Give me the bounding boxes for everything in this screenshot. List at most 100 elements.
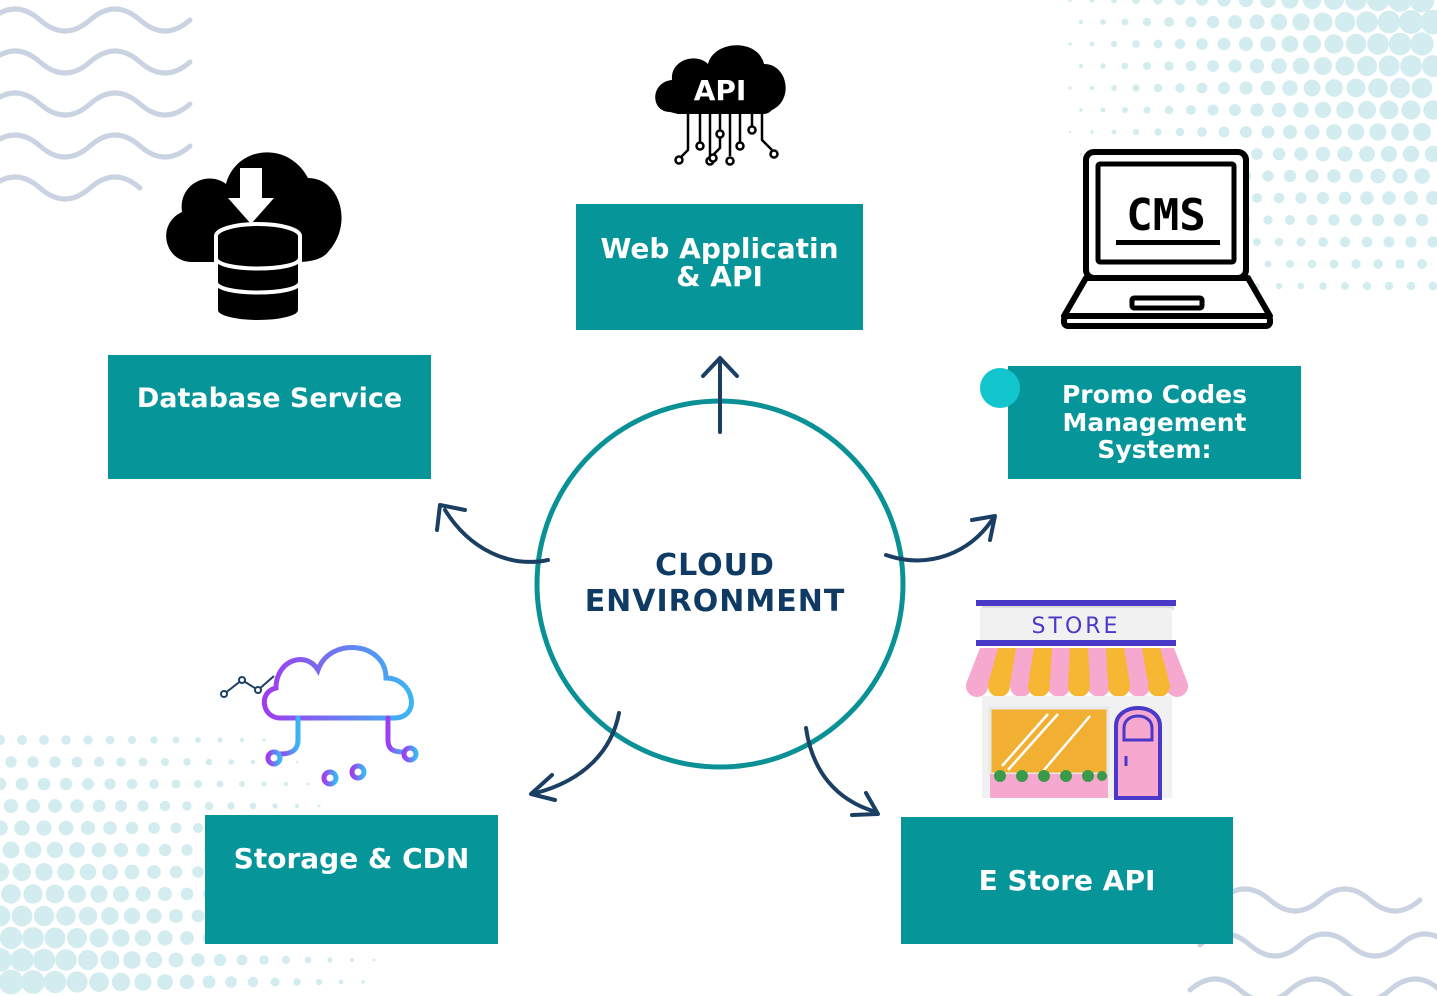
halftone-dot xyxy=(1426,191,1437,205)
halftone-dot xyxy=(1341,282,1349,290)
halftone-dot xyxy=(1154,128,1162,136)
halftone-dot xyxy=(1122,107,1128,113)
halftone-dot xyxy=(1325,79,1343,97)
halftone-dot xyxy=(12,862,32,882)
halftone-dot xyxy=(0,820,8,836)
halftone-dot xyxy=(1238,36,1254,52)
halftone-dot xyxy=(67,928,87,948)
halftone-dot xyxy=(93,756,105,768)
halftone-dot xyxy=(44,927,66,949)
halftone-dot xyxy=(1218,126,1230,138)
arrow-to-promo xyxy=(884,514,997,563)
halftone-dot xyxy=(191,909,205,923)
halftone-dot xyxy=(261,781,267,787)
estore-api-box: E Store API xyxy=(901,817,1233,944)
halftone-dot xyxy=(149,779,159,789)
halftone-dot xyxy=(1295,192,1307,204)
halftone-dot xyxy=(90,885,108,903)
halftone-dot xyxy=(58,820,74,836)
halftone-dot xyxy=(1297,282,1305,290)
halftone-dot xyxy=(112,929,130,947)
halftone-dot xyxy=(89,928,109,948)
halftone-dot xyxy=(1339,236,1351,248)
halftone-dot xyxy=(193,823,203,833)
halftone-dot xyxy=(1302,0,1322,10)
halftone-dot xyxy=(270,977,280,987)
halftone-dot xyxy=(202,975,216,989)
halftone-dot xyxy=(1424,145,1437,163)
halftone-dot xyxy=(1207,60,1219,72)
halftone-dot xyxy=(1335,56,1355,76)
halftone-dot xyxy=(1175,127,1185,137)
halftone-dot xyxy=(3,798,19,814)
halftone-dot xyxy=(1337,146,1353,162)
halftone-dot xyxy=(295,760,299,764)
halftone-dot xyxy=(125,821,139,835)
halftone-dot xyxy=(1360,191,1374,205)
halftone-dot xyxy=(1228,15,1242,29)
halftone-dot xyxy=(0,862,10,882)
halftone-dot xyxy=(317,804,321,808)
halftone-dot xyxy=(101,907,119,925)
halftone-dot xyxy=(1239,81,1253,95)
halftone-dot xyxy=(1196,82,1208,94)
halftone-dot xyxy=(0,777,7,791)
halftone-dot xyxy=(1121,18,1129,26)
halftone-dot xyxy=(1271,58,1287,74)
halftone-dot xyxy=(126,778,138,790)
halftone-dot xyxy=(56,906,76,926)
halftone-dot xyxy=(350,958,354,962)
halftone-dot xyxy=(1132,128,1140,136)
halftone-dot xyxy=(194,780,202,788)
halftone-dot xyxy=(78,906,98,926)
halftone-dot xyxy=(1218,82,1230,94)
halftone-dot xyxy=(172,736,180,744)
halftone-dot xyxy=(1153,39,1163,49)
halftone-dot xyxy=(147,865,161,879)
halftone-dot xyxy=(1400,55,1422,77)
halftone-dot xyxy=(1132,40,1140,48)
halftone-dot xyxy=(137,800,149,812)
web-api-box: Web Applicatin & API xyxy=(576,204,863,330)
halftone-dot xyxy=(69,842,85,858)
halftone-dot xyxy=(45,884,65,904)
halftone-dot xyxy=(327,957,333,963)
halftone-dot xyxy=(116,757,126,767)
halftone-dot xyxy=(1411,77,1433,99)
halftone-dot xyxy=(135,886,151,902)
halftone-dot xyxy=(1206,15,1220,29)
halftone-dot xyxy=(183,758,191,766)
halftone-dot xyxy=(1285,215,1295,225)
halftone-dot xyxy=(35,863,53,881)
halftone-dot xyxy=(1338,191,1352,205)
halftone-dot xyxy=(1153,83,1163,93)
halftone-dot xyxy=(1423,100,1437,120)
halftone-dot xyxy=(59,777,73,791)
halftone-dot xyxy=(1175,83,1185,93)
halftone-dot xyxy=(0,969,24,995)
halftone-dot xyxy=(36,820,52,836)
halftone-dot xyxy=(1306,214,1318,226)
halftone-dot xyxy=(111,972,131,992)
halftone-dot xyxy=(1217,0,1231,7)
promo-codes-label: Promo Codes Management System: xyxy=(1061,380,1247,465)
halftone-dot xyxy=(0,734,6,746)
halftone-dot xyxy=(1143,62,1151,70)
halftone-dot xyxy=(1271,102,1287,118)
halftone-dot xyxy=(1345,33,1367,55)
halftone-dot xyxy=(138,757,148,767)
halftone-dot xyxy=(306,782,310,786)
halftone-dot xyxy=(1303,79,1321,97)
halftone-dot xyxy=(157,974,173,990)
halftone-dot xyxy=(102,864,118,880)
halftone-dot xyxy=(158,843,172,857)
halftone-dot xyxy=(0,905,11,927)
halftone-dot xyxy=(1272,147,1286,161)
halftone-dot xyxy=(1,884,21,904)
halftone-dot xyxy=(1362,281,1372,291)
halftone-dot xyxy=(1228,59,1242,73)
halftone-dot xyxy=(1399,10,1423,34)
halftone-dot xyxy=(71,756,83,768)
halftone-dot xyxy=(1207,104,1219,116)
